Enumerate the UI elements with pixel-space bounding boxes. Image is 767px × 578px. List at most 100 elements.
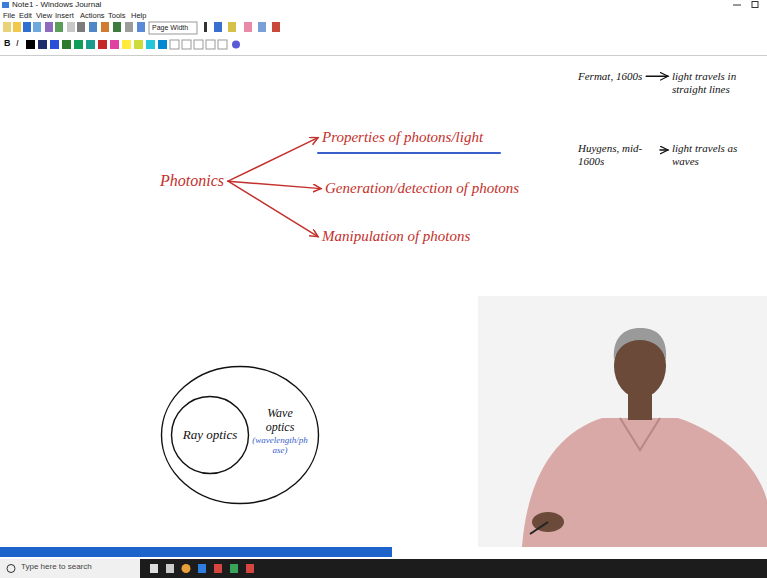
app-icon <box>2 2 9 8</box>
toolbar-icon <box>101 22 109 32</box>
progress-bar <box>0 547 392 557</box>
toolbar-icon <box>137 22 145 32</box>
bold-button: B <box>4 39 11 49</box>
menu-item: Insert <box>55 12 74 20</box>
eraser-icon <box>244 22 252 32</box>
menu-item: Actions <box>80 12 105 20</box>
zoom-value: Page Width <box>152 24 188 32</box>
color-swatch <box>122 40 131 49</box>
color-swatches <box>26 40 240 49</box>
flag-icon <box>272 22 280 32</box>
italic-button: I <box>16 39 19 49</box>
toolbar-separator <box>0 55 767 56</box>
menu-item: Tools <box>108 12 126 20</box>
toolbar-icon <box>89 22 97 32</box>
toolbar-ground <box>0 0 767 56</box>
toolbar-icon <box>55 22 63 32</box>
connector-arrow <box>228 181 321 188</box>
window-title: Note1 - Windows Journal <box>12 1 101 10</box>
handwritten-text: Properties of photons/light <box>322 129 483 146</box>
toolbar-icon <box>113 22 121 32</box>
search-placeholder: Type here to search <box>21 563 92 572</box>
branch-note: Properties of photons/light <box>322 129 483 146</box>
ellipse-outline <box>172 397 249 474</box>
select-icon <box>258 22 266 32</box>
toolbar-icon <box>33 22 41 32</box>
color-swatch <box>50 40 59 49</box>
menu-item: View <box>36 12 52 20</box>
taskbar-icon <box>198 564 206 573</box>
topic-note: Photonics <box>160 172 224 190</box>
lecturer-hair <box>614 328 666 360</box>
taskbar-icon <box>150 564 158 573</box>
handwritten-text: light travels as waves <box>672 142 760 167</box>
color-swatch <box>134 40 143 49</box>
toolbar-icon <box>77 22 85 32</box>
branch-note: Manipulation of photons <box>322 228 470 245</box>
handwritten-text: Manipulation of photons <box>322 228 470 245</box>
ellipse-outline <box>162 367 319 504</box>
handwritten-text: light travels in straight lines <box>672 70 760 95</box>
taskbar-icon <box>230 564 238 573</box>
menu-item: Help <box>131 12 146 20</box>
connector-arrow <box>228 138 318 182</box>
branch-note: Generation/detection of photons <box>325 180 519 197</box>
color-swatch <box>182 40 191 49</box>
toolbar-icon <box>67 22 75 32</box>
color-swatch <box>206 40 215 49</box>
wave-optics-region: Wave optics(wavelength/phase) Ray optics <box>160 365 320 505</box>
toolbar-icon <box>125 22 133 32</box>
connector-arrow <box>660 149 668 151</box>
palette-icon <box>232 41 240 49</box>
taskbar-icon <box>182 564 191 573</box>
history-note: light travels as waves <box>672 142 760 167</box>
highlighter-icon <box>228 22 236 32</box>
search-box <box>0 559 140 578</box>
color-swatch <box>218 40 227 49</box>
color-swatch <box>86 40 95 49</box>
history-note: Fermat, 1600s <box>578 70 642 83</box>
toolbar-icon <box>45 22 53 32</box>
toolbar-icon <box>3 22 11 32</box>
handwritten-text: (wavelength/phase) <box>252 435 308 456</box>
taskbar-icon <box>246 564 254 573</box>
toolbar-icon <box>13 22 21 32</box>
color-swatch <box>98 40 107 49</box>
menu-item: File <box>3 12 15 20</box>
pen-icon <box>204 22 207 32</box>
connector-arrow <box>228 181 318 236</box>
color-swatch <box>170 40 179 49</box>
color-swatch <box>194 40 203 49</box>
color-swatch <box>38 40 47 49</box>
taskbar-icon <box>214 564 222 573</box>
handwritten-text: Huygens, mid-1600s <box>578 142 656 167</box>
color-swatch <box>158 40 167 49</box>
pen <box>530 522 548 534</box>
color-swatch <box>110 40 119 49</box>
connector-arrow <box>646 76 668 78</box>
handwritten-text: Wave optics <box>252 407 308 435</box>
menu-item: Edit <box>19 12 32 20</box>
lecturer-video <box>478 296 767 547</box>
handwritten-text: Fermat, 1600s <box>578 70 642 83</box>
lecturer-shirt <box>522 418 767 547</box>
ray-optics-region: Ray optics <box>170 395 250 475</box>
handwritten-text: Photonics <box>160 172 224 190</box>
pen-icon <box>214 22 222 32</box>
toolbar-icon <box>23 22 31 32</box>
color-swatch <box>74 40 83 49</box>
handwritten-text: Ray optics <box>180 428 240 443</box>
search-icon <box>7 565 15 573</box>
color-swatch <box>26 40 35 49</box>
zoom-dropdown <box>149 22 197 34</box>
toolbar-icons <box>3 22 280 34</box>
handwritten-text: Generation/detection of photons <box>325 180 519 197</box>
minimize-button <box>733 5 741 6</box>
color-swatch <box>146 40 155 49</box>
shirt-collar <box>620 418 660 450</box>
history-note: light travels in straight lines <box>672 70 760 95</box>
video-ground <box>478 296 767 547</box>
